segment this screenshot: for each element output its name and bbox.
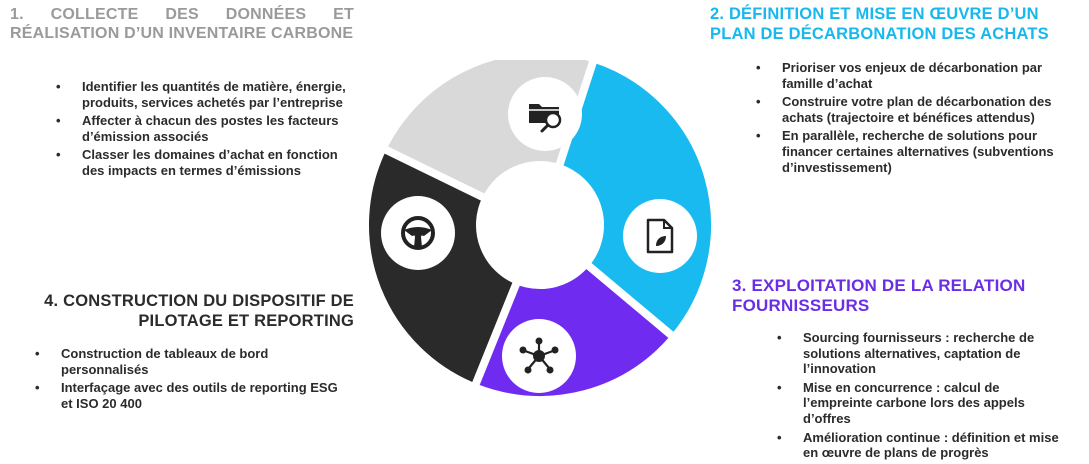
list-item: Classer les domaines d’achat en fonction…: [56, 147, 362, 178]
list-item: Construction de tableaux de bord personn…: [35, 346, 351, 377]
bullet-list-4: Construction de tableaux de bord personn…: [35, 346, 351, 414]
list-item: Sourcing fournisseurs : recherche de sol…: [777, 330, 1063, 377]
list-item: Identifier les quantités de matière, éne…: [56, 79, 362, 110]
icon-badge-2: [623, 199, 697, 273]
network-hub-icon: [519, 337, 559, 374]
list-item: Affecter à chacun des postes les facteur…: [56, 113, 362, 144]
section-exploitation: 3. EXPLOITATION DE LA RELATION FOURNISSE…: [732, 276, 1072, 460]
list-item: En parallèle, recherche de solutions pou…: [756, 128, 1072, 175]
section-collecte: 1. COLLECTE DES DONNÉES ET RÉALISATION D…: [10, 5, 354, 178]
list-item: Prioriser vos enjeux de décarbonation pa…: [756, 60, 1072, 91]
section-title-2: 2. DÉFINITION ET MISE EN ŒUVRE D’UN PLAN…: [710, 5, 1049, 43]
section-title-4: 4. CONSTRUCTION DU DISPOSITIF DE PILOTAG…: [44, 292, 354, 330]
list-item: Amélioration continue : définition et mi…: [777, 430, 1063, 461]
eco-document-icon: [646, 218, 674, 254]
list-item: Construire votre plan de décarbonation d…: [756, 94, 1072, 125]
bullet-list-3: Sourcing fournisseurs : recherche de sol…: [777, 330, 1063, 464]
section-pilotage: 4. CONSTRUCTION DU DISPOSITIF DE PILOTAG…: [20, 292, 354, 411]
list-item: Mise en concurrence : calcul de l’emprei…: [777, 380, 1063, 427]
cycle-diagram: [361, 60, 719, 404]
list-item: Interfaçage avec des outils de reporting…: [35, 380, 351, 411]
section-title-1: 1. COLLECTE DES DONNÉES ET RÉALISATION D…: [10, 6, 354, 43]
section-definition: 2. DÉFINITION ET MISE EN ŒUVRE D’UN PLAN…: [710, 5, 1080, 175]
bullet-list-2: Prioriser vos enjeux de décarbonation pa…: [756, 60, 1072, 178]
bullet-list-1: Identifier les quantités de matière, éne…: [56, 79, 362, 182]
icon-circles: [381, 77, 697, 393]
cycle-center: [480, 165, 600, 285]
section-title-3: 3. EXPLOITATION DE LA RELATION FOURNISSE…: [732, 276, 1026, 316]
steering-wheel-icon: [401, 216, 435, 250]
folder-search-icon: [529, 104, 562, 133]
